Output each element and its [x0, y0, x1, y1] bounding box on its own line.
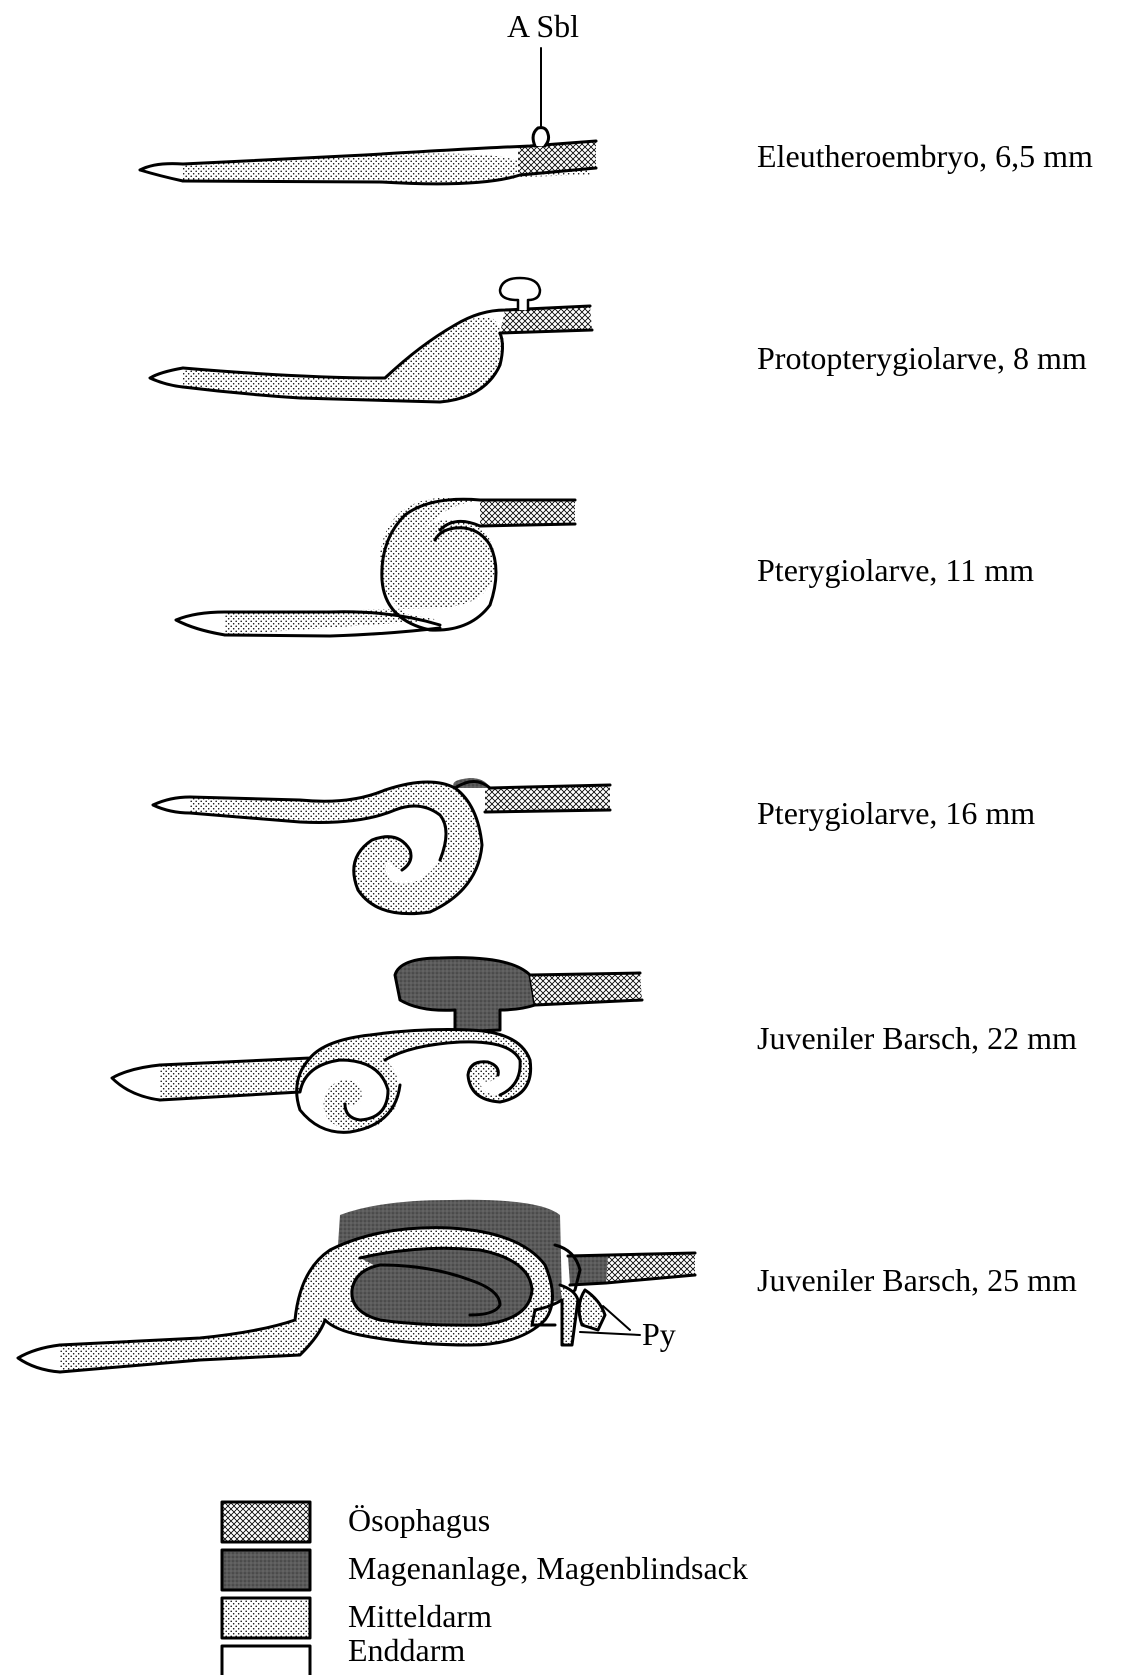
stage-label-2: Protopterygiolarve, 8 mm	[757, 340, 1087, 377]
legend-swatch-oesophagus	[222, 1502, 310, 1542]
stage-label-4: Pterygiolarve, 16 mm	[757, 795, 1035, 832]
gut-stage-3	[176, 497, 575, 636]
pyloric-caeca-callout: Py	[642, 1316, 676, 1353]
air-bladder-callout: A Sbl	[507, 8, 579, 45]
legend-swatch-midgut	[222, 1598, 310, 1638]
legend	[222, 1502, 310, 1675]
legend-label-stomach: Magenanlage, Magenblindsack	[348, 1550, 748, 1587]
stage-label-5: Juveniler Barsch, 22 mm	[757, 1020, 1077, 1057]
legend-swatch-stomach	[222, 1550, 310, 1590]
gut-stage-1	[140, 48, 596, 184]
stage-label-6: Juveniler Barsch, 25 mm	[757, 1262, 1077, 1299]
gut-stage-5	[112, 958, 642, 1133]
legend-swatch-hindgut	[222, 1646, 310, 1675]
stage-label-3: Pterygiolarve, 11 mm	[757, 552, 1034, 589]
gut-stage-6	[18, 1200, 695, 1372]
stage-label-1: Eleutheroembryo, 6,5 mm	[757, 138, 1093, 175]
legend-label-hindgut: Enddarm	[348, 1632, 465, 1669]
gut-stage-2	[150, 278, 592, 402]
legend-label-oesophagus: Ösophagus	[348, 1502, 490, 1539]
legend-label-midgut: Mitteldarm	[348, 1598, 492, 1635]
gut-stage-4	[153, 778, 610, 914]
